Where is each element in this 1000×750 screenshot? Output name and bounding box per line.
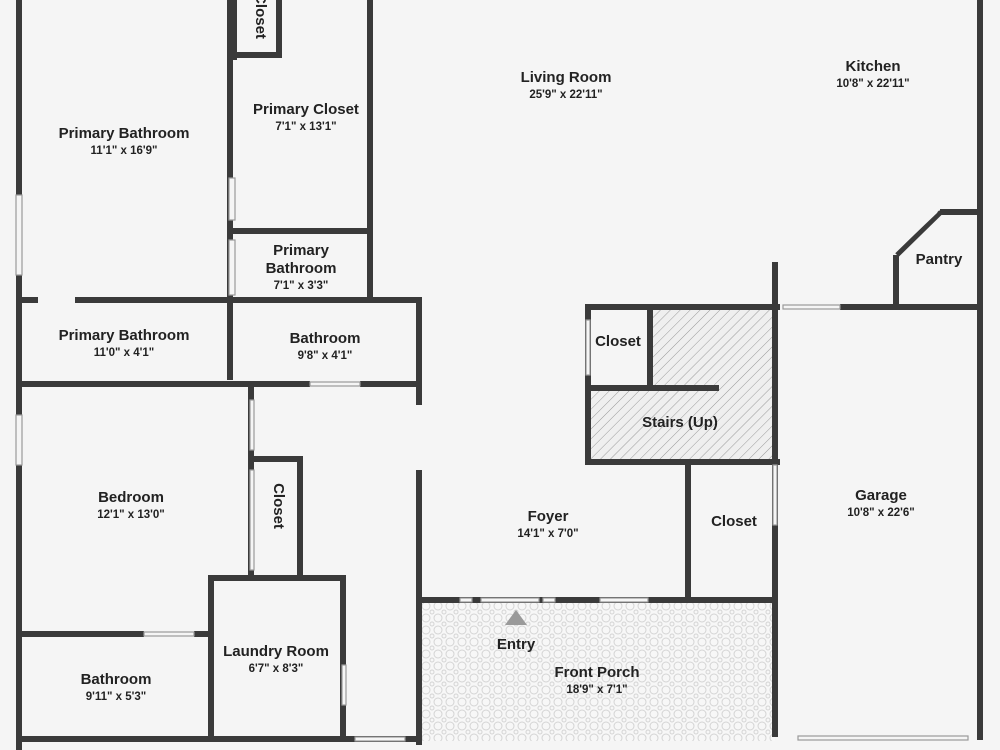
- room-dims-garage: 10'8" x 22'6": [847, 507, 915, 519]
- room-name-primary-closet: Primary Closet: [253, 101, 359, 118]
- entry-label: Entry: [497, 636, 536, 653]
- room-name-kitchen: Kitchen: [845, 58, 900, 75]
- room-dims-primary-bathroom: 11'1" x 16'9": [91, 145, 158, 157]
- room-name-garage: Garage: [855, 487, 907, 504]
- room-name-bedroom: Bedroom: [98, 489, 164, 506]
- room-dims-primary-bathroom-2: 11'0" x 4'1": [94, 347, 155, 359]
- room-name-closet-stairs: Closet: [595, 333, 641, 350]
- room-name-bathroom-1: Bathroom: [290, 330, 361, 347]
- room-name-pantry: Pantry: [916, 251, 963, 268]
- room-name-front-porch: Front Porch: [555, 664, 640, 681]
- room-dims-foyer: 14'1" x 7'0": [517, 528, 578, 540]
- stairs-closet-floor: [589, 308, 651, 388]
- windows: [15, 177, 969, 742]
- room-dims-living-room: 25'9" x 22'11": [529, 89, 602, 101]
- room-dims-bedroom: 12'1" x 13'0": [97, 509, 165, 521]
- room-dims-kitchen: 10'8" x 22'11": [836, 78, 909, 90]
- room-name-living-room: Living Room: [521, 69, 612, 86]
- room-name-foyer: Foyer: [528, 508, 569, 525]
- front-porch-area: [420, 601, 775, 741]
- room-dims-laundry: 6'7" x 8'3": [249, 663, 304, 675]
- room-dims-front-porch: 18'9" x 7'1": [566, 684, 627, 696]
- entry-arrow-icon: [505, 610, 527, 625]
- room-dims-bathroom-1: 9'8" x 4'1": [298, 350, 353, 362]
- room-name-primary-bathroom-2: Primary Bathroom: [59, 327, 190, 344]
- room-dims-bathroom-2: 9'11" x 5'3": [86, 691, 147, 703]
- room-name-primary-bathroom-small-line2: Bathroom: [266, 260, 337, 277]
- room-name-laundry: Laundry Room: [223, 643, 329, 660]
- room-name-closet-foyer: Closet: [711, 513, 757, 530]
- walls: [16, 0, 983, 750]
- room-name-primary-bathroom-small-line1: Primary: [273, 242, 330, 259]
- room-dims-primary-closet: 7'1" x 13'1": [275, 121, 336, 133]
- pantry-door-swing: [895, 210, 943, 257]
- room-name-closet-top: Closet: [252, 0, 269, 39]
- room-name-closet-bedroom: Closet: [270, 483, 287, 529]
- room-name-primary-bathroom: Primary Bathroom: [59, 125, 190, 142]
- room-name-stairs: Stairs (Up): [642, 414, 718, 431]
- room-dims-primary-bathroom-small: 7'1" x 3'3": [274, 280, 329, 292]
- room-name-bathroom-2: Bathroom: [81, 671, 152, 688]
